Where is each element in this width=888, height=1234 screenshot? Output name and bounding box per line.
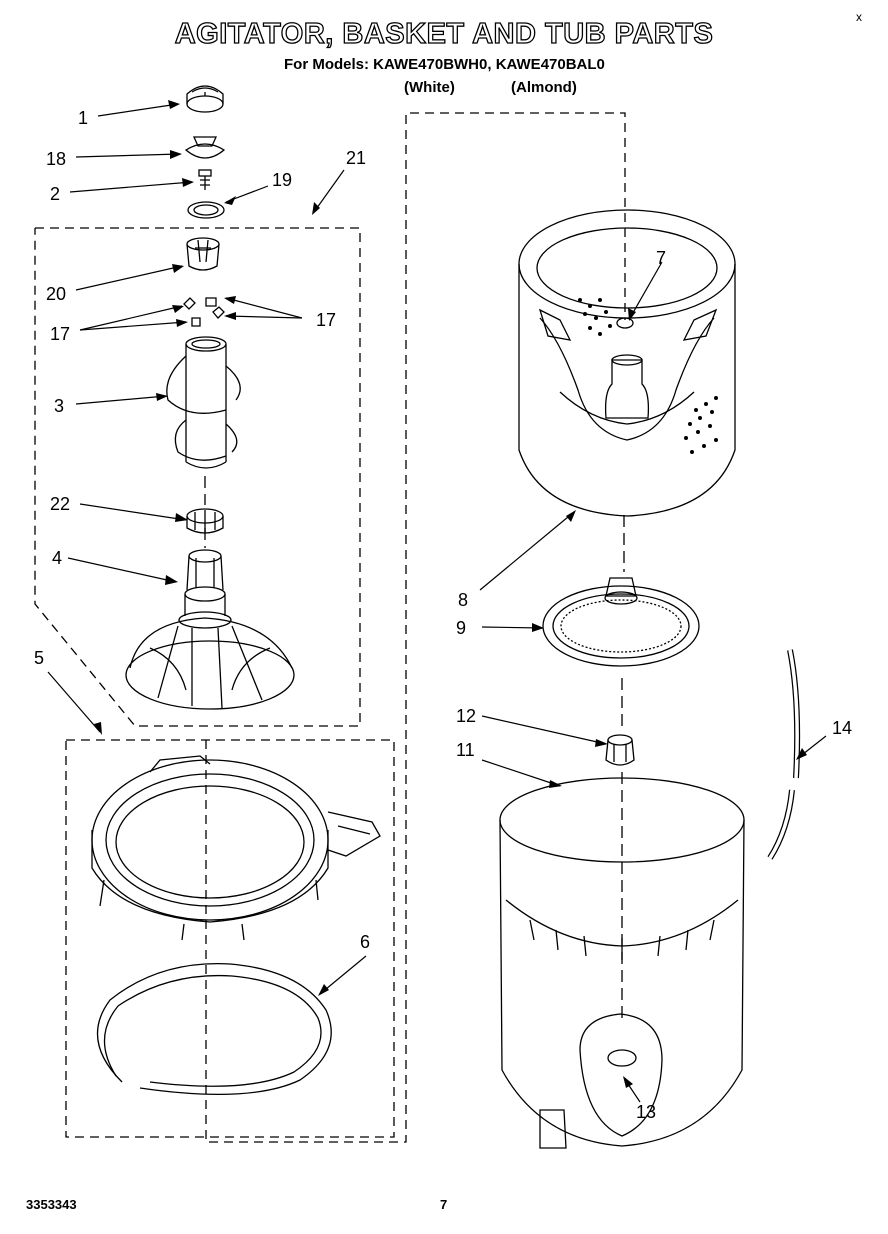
variant-white-label: (White) bbox=[404, 79, 455, 96]
basket-perforations bbox=[578, 298, 718, 454]
assembly-outline-5 bbox=[65, 739, 395, 1138]
leader-arrowheads bbox=[94, 100, 807, 1088]
cam-part-20 bbox=[186, 237, 220, 271]
basket-part-8 bbox=[518, 209, 736, 517]
callout-12: 12 bbox=[456, 706, 476, 726]
models-line: For Models: KAWE470BWH0, KAWE470BAL0 bbox=[284, 56, 605, 73]
variant-almond-label: (Almond) bbox=[511, 79, 577, 96]
callout-11: 11 bbox=[456, 740, 475, 760]
callout-1: 1 bbox=[78, 108, 88, 128]
bearing-part-12 bbox=[605, 734, 635, 766]
callout-21: 21 bbox=[346, 148, 366, 168]
callout-6: 6 bbox=[360, 932, 370, 952]
document-number: 3353343 bbox=[26, 1197, 77, 1212]
leader-lines bbox=[47, 103, 827, 1103]
agitator-cap-part-1 bbox=[186, 85, 224, 113]
agitator-barrel-part-3 bbox=[166, 336, 241, 469]
callout-17-left: 17 bbox=[50, 324, 70, 344]
callout-labels: 1 18 2 19 21 20 17 17 3 22 4 5 6 7 8 9 1… bbox=[34, 108, 852, 1122]
outer-tub-part-11 bbox=[499, 777, 745, 1149]
tub-ring-part-5 bbox=[91, 755, 381, 941]
screw-part-2 bbox=[198, 169, 212, 190]
centerline-connector bbox=[205, 112, 626, 1143]
page-number: 7 bbox=[440, 1197, 448, 1212]
assembly-outline-21 bbox=[34, 227, 361, 727]
callout-19: 19 bbox=[272, 170, 292, 190]
axis-lines bbox=[204, 92, 625, 1020]
callout-17-right: 17 bbox=[316, 310, 336, 330]
callout-8: 8 bbox=[458, 590, 468, 610]
callout-7: 7 bbox=[656, 248, 666, 268]
callout-22: 22 bbox=[50, 494, 70, 514]
hose-part-14 bbox=[767, 649, 801, 860]
drive-hub-part-9 bbox=[542, 577, 700, 667]
callout-9: 9 bbox=[456, 618, 466, 638]
page-title: AGITATOR, BASKET AND TUB PARTS bbox=[174, 17, 714, 50]
snap-ring-part-6 bbox=[96, 962, 332, 1096]
callout-3: 3 bbox=[54, 396, 64, 416]
agitator-base-part-4 bbox=[125, 549, 295, 710]
callout-4: 4 bbox=[52, 548, 62, 568]
dogs-part-17 bbox=[183, 297, 225, 327]
callout-2: 2 bbox=[50, 184, 60, 204]
seal-ring-part-19 bbox=[187, 201, 225, 219]
spline-collar-part-22 bbox=[186, 508, 224, 534]
callout-20: 20 bbox=[46, 284, 66, 304]
callout-14: 14 bbox=[832, 718, 852, 738]
callout-5: 5 bbox=[34, 648, 44, 668]
callout-13: 13 bbox=[636, 1102, 656, 1122]
corner-mark: x bbox=[856, 10, 862, 24]
cap-insert-part-18 bbox=[184, 136, 226, 159]
callout-18: 18 bbox=[46, 149, 66, 169]
